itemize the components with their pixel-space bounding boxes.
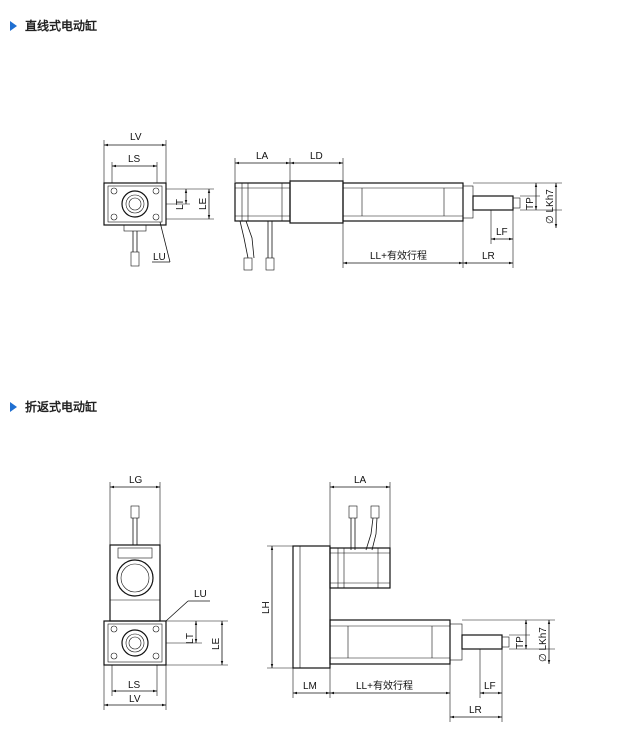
dim-label-le: LE	[198, 197, 209, 210]
section-header-folded: 折返式电动缸	[10, 398, 97, 415]
dim-label-lu: LU	[153, 252, 166, 263]
dim-label-lt: LT	[175, 199, 186, 210]
dim-label-lf: LF	[496, 227, 508, 238]
triangle-bullet-icon	[10, 401, 17, 412]
dim-label-la: LA	[256, 151, 269, 162]
folded-side-view: LA LH TP	[261, 475, 555, 722]
dim-label-lk: ∅ LKh7	[545, 189, 556, 224]
dim-label-lf-folded: LF	[484, 681, 496, 692]
folded-front-view: LG LU LT LE	[103, 475, 228, 710]
straight-side-view: LA LD TP ∅ LKh7	[234, 151, 562, 271]
triangle-bullet-icon	[10, 20, 17, 31]
dim-label-lr: LR	[482, 251, 495, 262]
dim-label-lu-folded: LU	[194, 589, 207, 600]
dim-label-ll-folded: LL+有效行程	[356, 679, 413, 692]
section-title-straight: 直线式电动缸	[25, 19, 98, 33]
straight-front-view: LV LS LT LE LU	[103, 132, 214, 267]
dim-label-ld: LD	[310, 151, 323, 162]
dim-label-lh: LH	[261, 601, 272, 614]
dim-label-le-folded: LE	[211, 637, 222, 650]
dim-label-tp-folded: TP	[515, 636, 526, 649]
dim-label-tp: TP	[525, 197, 536, 210]
dim-label-lm: LM	[303, 681, 317, 692]
dim-label-ls-folded: LS	[128, 680, 141, 691]
dim-label-ls: LS	[128, 154, 141, 165]
section-title-folded: 折返式电动缸	[25, 400, 98, 414]
dim-label-lr-folded: LR	[469, 705, 482, 716]
dim-label-ll: LL+有效行程	[370, 249, 427, 262]
section-header-straight: 直线式电动缸	[10, 17, 97, 34]
dim-label-lv: LV	[130, 132, 142, 143]
dim-label-la-folded: LA	[354, 475, 367, 486]
dim-label-lv-folded: LV	[129, 694, 141, 705]
dim-label-lg: LG	[129, 475, 143, 486]
dim-label-lt-folded: LT	[185, 633, 196, 644]
dim-label-lk-folded: ∅ LKh7	[538, 627, 549, 662]
